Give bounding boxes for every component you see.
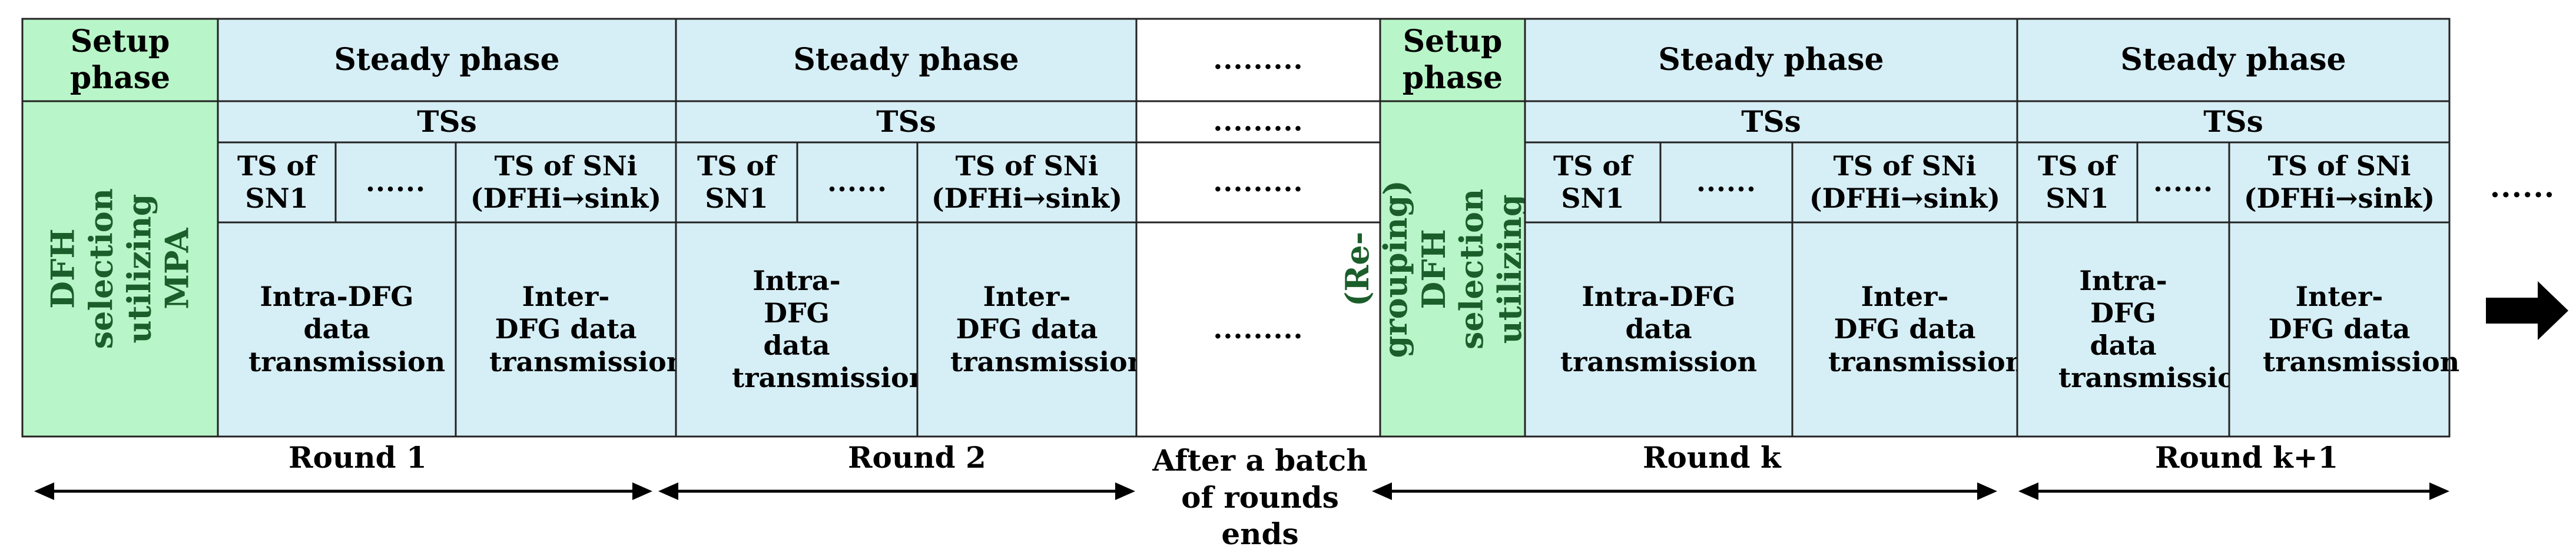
- ts-dots-ka: ......: [1660, 142, 1792, 222]
- ts-sni-label: TS of SNi (DFHi→sink): [931, 149, 1123, 214]
- inter-label: Inter-DFG data transmission: [1828, 281, 2025, 378]
- steady-phase-1b: Steady phase: [676, 19, 1136, 101]
- steady-phase-label: Steady phase: [793, 41, 1019, 78]
- trailing-dots: ......: [2489, 169, 2555, 204]
- ts-sni-label: TS of SNi (DFHi→sink): [1809, 149, 2001, 214]
- intra-dfg-1a: Intra-DFG data transmission: [218, 222, 456, 437]
- tss-label: TSs: [417, 104, 477, 139]
- ts-dots-kb: ......: [2137, 142, 2229, 222]
- ts-sni-1b: TS of SNi (DFHi→sink): [917, 142, 1136, 222]
- round-1-label: Round 1: [289, 440, 427, 475]
- round-k1-label: Round k+1: [2155, 440, 2339, 475]
- regroup-selection: (Re-grouping) DFH selection utilizing MP…: [1338, 101, 1567, 437]
- tss-label: TSs: [2203, 104, 2263, 139]
- ts-sn1-label: TS of SN1: [237, 149, 316, 214]
- after-batch-label: After a batch of rounds ends: [1142, 442, 1378, 553]
- dots-label: ......: [365, 166, 426, 198]
- tss-1a: TSs: [218, 101, 676, 142]
- tss-1b: TSs: [676, 101, 1136, 142]
- dfh-selection-1: DFH selection utilizing MPA: [22, 101, 218, 437]
- steady-phase-1a: Steady phase: [218, 19, 676, 101]
- round-2-label: Round 2: [848, 440, 986, 475]
- intra-dfg-kb: Intra-DFG data transmission: [2017, 222, 2255, 437]
- dots-label: .........: [1213, 166, 1304, 198]
- steady-phase-label: Steady phase: [2120, 41, 2346, 78]
- setup-phase-label: Setup phase: [1402, 23, 1503, 96]
- after-batch-text: After a batch of rounds ends: [1152, 443, 1368, 551]
- dots-label: ......: [2153, 166, 2214, 198]
- gap-body: .........: [1136, 222, 1380, 437]
- right-arrow-icon: [2486, 281, 2568, 340]
- ts-dots-1b: ......: [797, 142, 917, 222]
- setup-phase-2: Setup phase: [1380, 19, 1525, 101]
- steady-phase-label: Steady phase: [334, 41, 560, 78]
- ts-sn1-label: TS of SN1: [1553, 149, 1632, 214]
- inter-dfg-1a: Inter-DFG data transmission: [456, 222, 686, 437]
- ts-sni-kb: TS of SNi (DFHi→sink): [2229, 142, 2449, 222]
- ts-sni-label: TS of SNi (DFHi→sink): [470, 149, 662, 214]
- ts-sni-ka: TS of SNi (DFHi→sink): [1792, 142, 2017, 222]
- ts-sn1-1a: TS of SN1: [218, 142, 336, 222]
- intra-dfg-ka: Intra-DFG data transmission: [1525, 222, 1792, 437]
- steady-phase-label: Steady phase: [1658, 41, 1884, 78]
- gap-ts: .........: [1136, 142, 1380, 222]
- steady-phase-kb: Steady phase: [2017, 19, 2449, 101]
- dots-label: .........: [1213, 44, 1304, 76]
- intra-label: Intra-DFG data transmission: [1560, 281, 1758, 378]
- dots-label: ......: [1696, 166, 1757, 198]
- intra-label: Intra-DFG data transmission: [248, 281, 446, 378]
- setup-phase-label: Setup phase: [69, 23, 171, 96]
- tss-label: TSs: [1741, 104, 1801, 139]
- tss-label: TSs: [876, 104, 936, 139]
- ts-sn1-ka: TS of SN1: [1525, 142, 1660, 222]
- gap-tss: .........: [1136, 101, 1380, 142]
- gap-header: .........: [1136, 19, 1380, 101]
- ts-sn1-label: TS of SN1: [2038, 149, 2117, 214]
- inter-dfg-1b: Inter-DFG data transmission: [917, 222, 1147, 437]
- ts-sn1-label: TS of SN1: [697, 149, 776, 214]
- setup-phase-1: Setup phase: [22, 19, 218, 101]
- ts-sn1-kb: TS of SN1: [2017, 142, 2137, 222]
- tss-ka: TSs: [1525, 101, 2017, 142]
- inter-dfg-kb: Inter-DFG data transmission: [2229, 222, 2459, 437]
- ts-sni-1a: TS of SNi (DFHi→sink): [456, 142, 676, 222]
- dots-label: .........: [1213, 313, 1304, 345]
- tss-kb: TSs: [2017, 101, 2449, 142]
- ts-dots-1a: ......: [336, 142, 456, 222]
- ts-sn1-1b: TS of SN1: [676, 142, 797, 222]
- intra-dfg-1b: Intra-DFG data transmission: [676, 222, 929, 437]
- dots-label: .........: [1213, 105, 1304, 138]
- dots-label: ......: [827, 166, 888, 198]
- steady-phase-ka: Steady phase: [1525, 19, 2017, 101]
- diagram-lines: [21, 18, 2568, 500]
- inter-dfg-ka: Inter-DFG data transmission: [1792, 222, 2025, 437]
- ts-sni-label: TS of SNi (DFHi→sink): [2243, 149, 2435, 214]
- round-k-label: Round k: [1643, 440, 1781, 475]
